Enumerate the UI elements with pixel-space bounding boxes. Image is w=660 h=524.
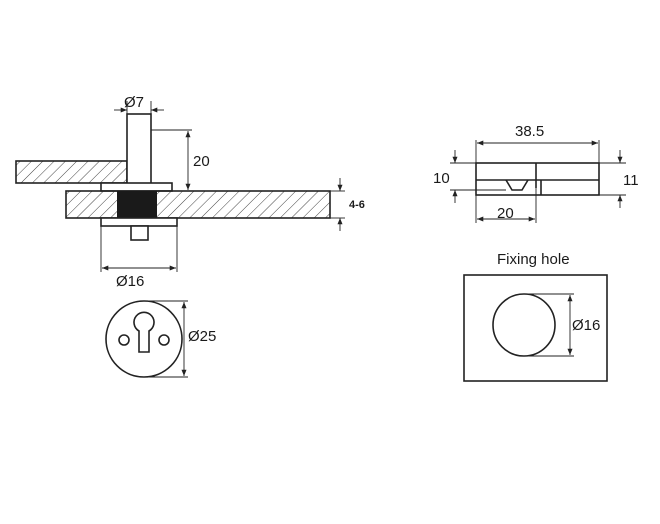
lower-panel: [65, 190, 331, 219]
dim-length: 38.5: [515, 123, 544, 140]
dim-cap-diameter: Ø25: [188, 328, 216, 345]
dim-pin-height: 20: [193, 153, 210, 170]
dim-hole-diameter: Ø16: [572, 317, 600, 334]
dim-body-diameter: Ø16: [116, 273, 144, 290]
dim-pin-diameter: Ø7: [124, 94, 144, 111]
fixing-hole-view: Fixing hole Ø16: [463, 251, 608, 382]
cap-top-view: Ø25: [105, 300, 216, 378]
dim-offset: 20: [497, 205, 514, 222]
fixing-hole-title: Fixing hole: [497, 251, 570, 268]
keyhole-slot: [133, 311, 155, 353]
collar: [100, 182, 173, 192]
bottom-stud: [130, 225, 149, 241]
right-screw-hole: [158, 334, 170, 346]
left-screw-hole: [118, 334, 130, 346]
dim-right-height: 11: [623, 172, 639, 189]
profile-body: [475, 162, 600, 196]
dim-left-height: 10: [433, 170, 450, 187]
side-section-view: Ø7 20 4-6 Ø16: [15, 94, 365, 290]
fixing-hole: [492, 293, 556, 357]
upper-panel: [15, 160, 128, 184]
bottom-body: [100, 217, 178, 227]
dim-panel-thickness: 4-6: [349, 199, 365, 211]
profile-view: 38.5 10 11 20: [433, 123, 639, 223]
black-insert: [117, 191, 157, 218]
fixing-plate: [463, 274, 608, 382]
pin: [126, 113, 152, 186]
